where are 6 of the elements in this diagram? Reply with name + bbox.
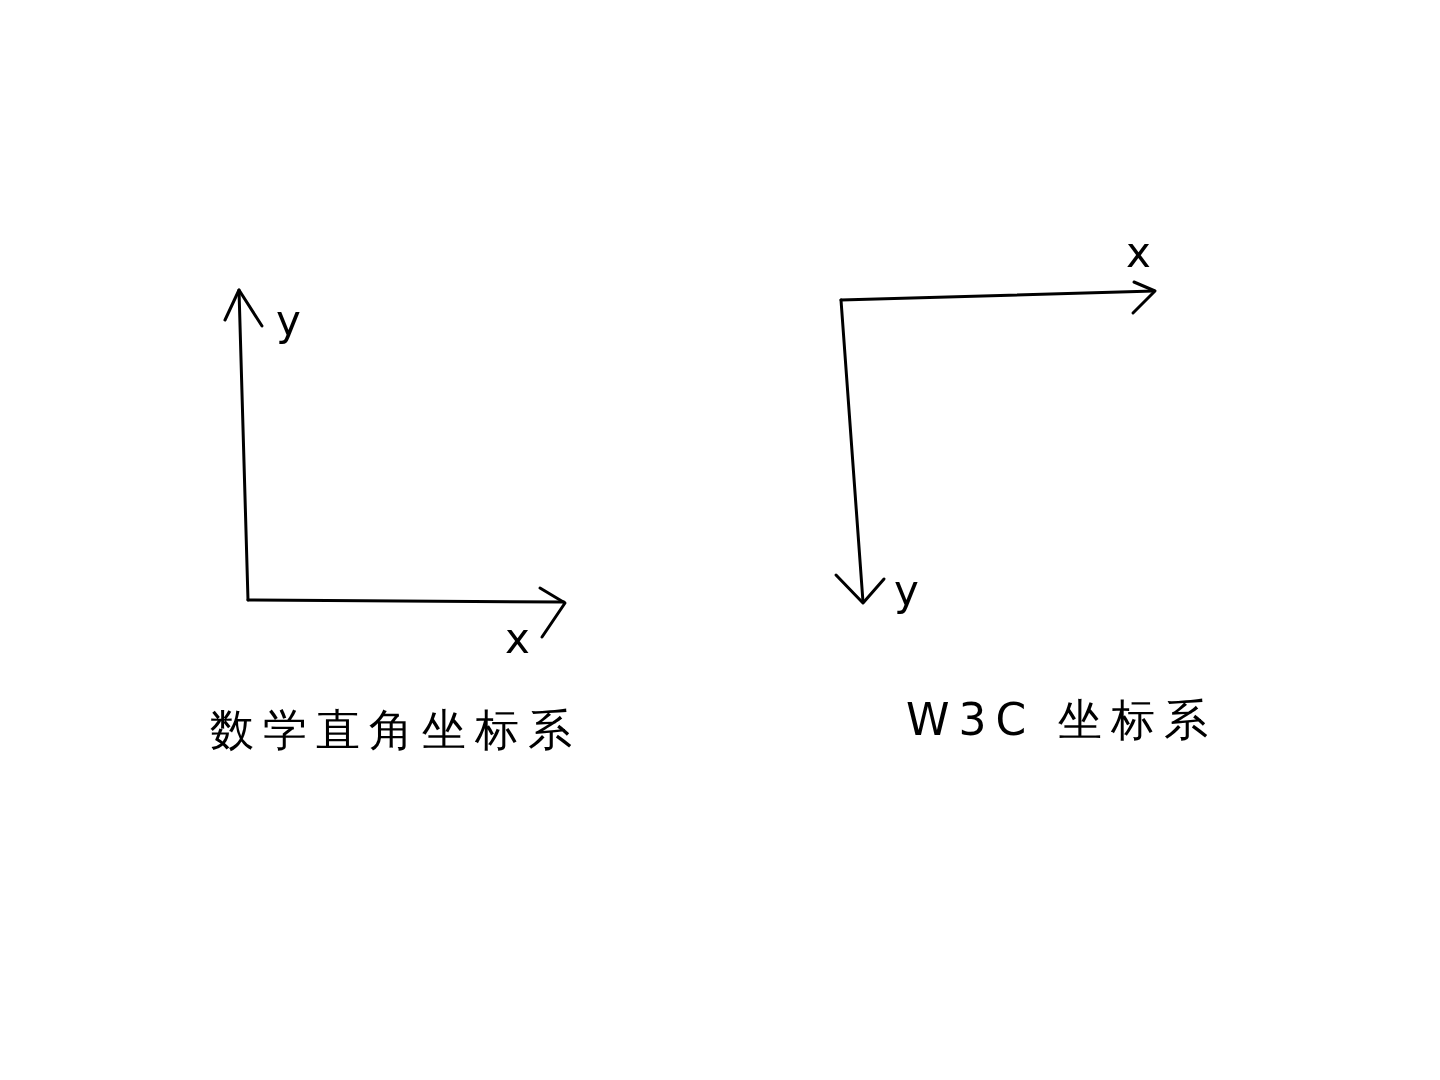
axis-label: x [1126, 232, 1151, 274]
caption: 数学直角坐标系 [210, 708, 581, 752]
axis-label: x [505, 618, 530, 660]
axis-label: y [894, 570, 919, 612]
caption: W3C 坐标系 [906, 698, 1218, 742]
axis-label: y [276, 300, 301, 342]
